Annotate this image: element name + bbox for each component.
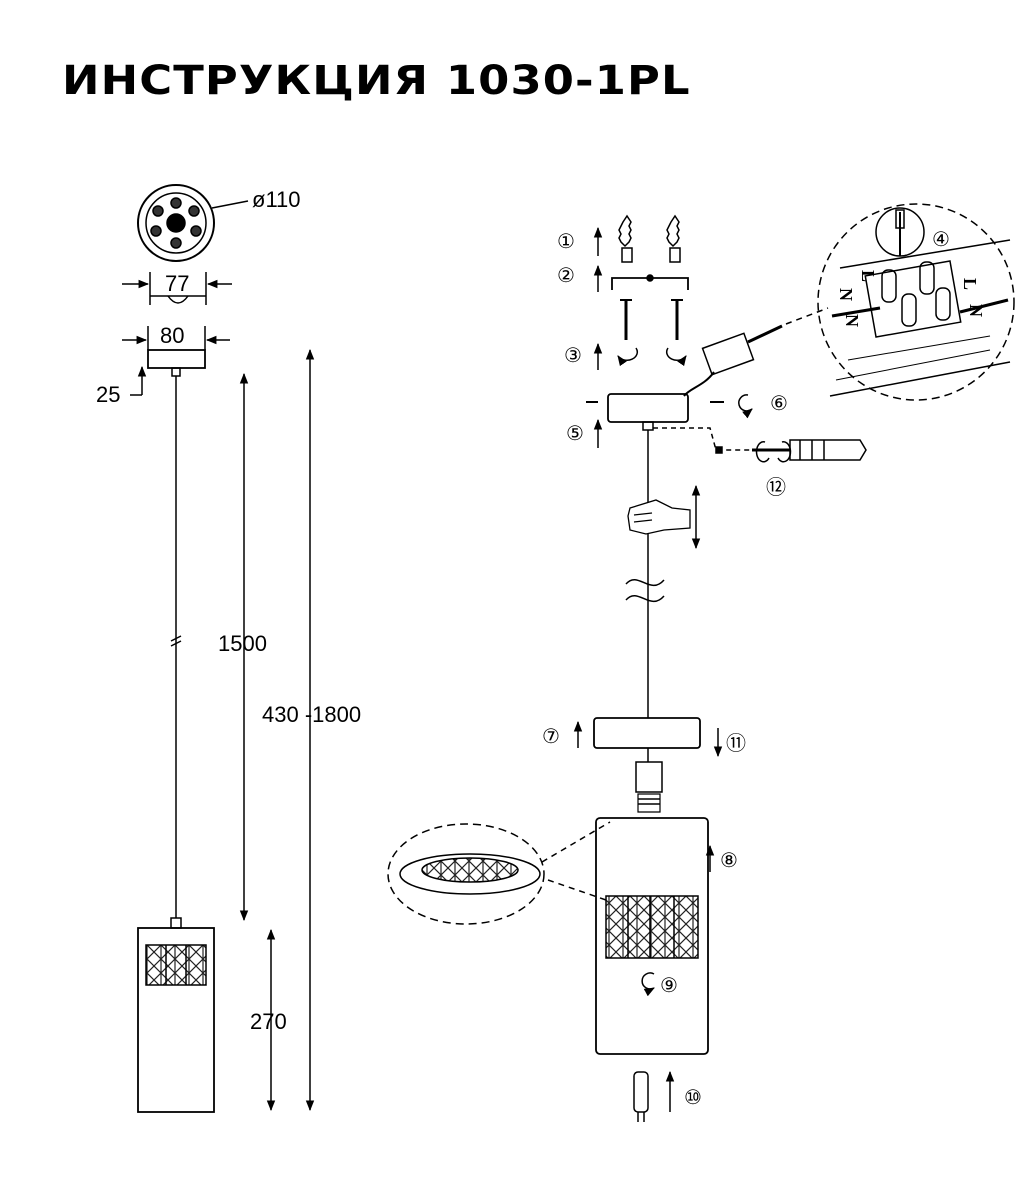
rotate-icon [665, 347, 687, 367]
rotate-icon [738, 394, 753, 419]
step-3-label: ③ [564, 345, 582, 367]
screwdriver-icon [752, 439, 867, 461]
lamp-shade-icon [595, 817, 709, 1055]
rotate-icon [617, 347, 639, 367]
crystal-insert-icon [605, 895, 699, 959]
disc-detail-callout [387, 823, 545, 925]
terminal-block-detail-icon [864, 260, 962, 338]
canopy-height-label: 25 [96, 382, 120, 407]
step-2-label: ② [557, 265, 575, 287]
bulb-icon [633, 1071, 649, 1122]
cord-length-label: 1500 [218, 631, 267, 656]
width-top-label: 77 [165, 271, 189, 296]
live-label-left: L [858, 270, 878, 282]
neutral-label-right: N [966, 304, 986, 317]
neutral-label-left: N [836, 288, 856, 301]
top-view-icon [137, 184, 215, 262]
live-label-right: L [960, 278, 980, 290]
rotate-icon [641, 972, 655, 997]
screw-icon [671, 299, 683, 340]
total-height-label: 430 -1800 [262, 702, 361, 727]
step-12-label: ⑫ [766, 476, 786, 499]
neutral-label-lower: N [842, 314, 862, 327]
page-title: ИНСТРУКЦИЯ 1030-1PL [62, 58, 691, 104]
step-1-label: ① [557, 231, 575, 253]
wiring-detail-callout [817, 203, 1015, 401]
terminal-block-icon [701, 332, 755, 376]
screw-icon [620, 299, 632, 340]
step-4-label: ④ [932, 229, 950, 251]
hand-icon [627, 499, 691, 535]
wall-anchor-icon [618, 214, 633, 263]
diameter-label: ø110 [252, 187, 301, 212]
wall-anchor-icon [666, 214, 681, 263]
step-10-label: ⑩ [684, 1087, 702, 1109]
assembly-drawing [387, 203, 1015, 1122]
dimension-drawing [122, 184, 315, 1113]
step-9-label: ⑨ [660, 975, 678, 997]
shade-holder-icon [593, 717, 701, 749]
step-6-label: ⑥ [770, 393, 788, 415]
step-8-label: ⑧ [720, 850, 738, 872]
rotate-icon [755, 441, 770, 463]
step-5-label: ⑤ [566, 423, 584, 445]
step-11-label: ⑪ [726, 732, 746, 755]
canopy-icon [607, 393, 689, 423]
shade-height-label: 270 [250, 1009, 287, 1034]
step-7-label: ⑦ [542, 726, 560, 748]
width-canopy-label: 80 [160, 323, 184, 348]
